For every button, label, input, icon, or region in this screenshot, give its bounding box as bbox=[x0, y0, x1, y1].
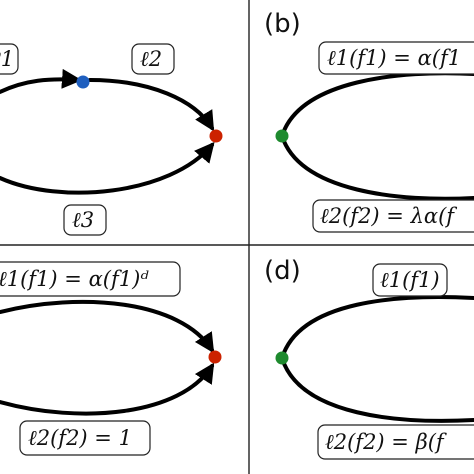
edge-lower bbox=[0, 141, 215, 195]
label-bottom: ℓ2(f2) = λα(f bbox=[320, 204, 457, 228]
label-bottom: ℓ2(f2) = β(f bbox=[325, 430, 447, 454]
label-bottom: ℓ2(f2) = 1 bbox=[28, 426, 132, 450]
node-red bbox=[208, 350, 222, 364]
label-box-bottom bbox=[317, 424, 474, 460]
panel-tag-b: (b) bbox=[264, 9, 301, 39]
label-l3: ℓ3 bbox=[72, 208, 94, 232]
label-box-l2 bbox=[131, 43, 175, 75]
ellipse-lower bbox=[280, 356, 474, 423]
label-top: ℓ1(f1) = α(f1 bbox=[327, 46, 461, 70]
edge-upper bbox=[0, 299, 215, 354]
panel-d: (d) ℓ1(f1) ℓ2(f2) = β(f bbox=[264, 256, 474, 460]
label-l2: ℓ2 bbox=[140, 47, 162, 71]
panel-a: ℓ1 ℓ2 ℓ3 bbox=[0, 43, 223, 236]
label-box-top bbox=[372, 263, 448, 297]
ellipse-upper bbox=[280, 295, 474, 360]
panel-c: ℓ1(f1) = α(f1)ᵈ ℓ2(f2) = 1 bbox=[0, 261, 222, 456]
label-box-l3 bbox=[63, 204, 107, 236]
edge-upper-right bbox=[88, 78, 215, 132]
node-blue bbox=[76, 75, 90, 89]
edge-upper-left bbox=[0, 68, 82, 94]
label-top: ℓ1(f1) = α(f1)ᵈ bbox=[0, 267, 149, 291]
node-green bbox=[275, 129, 289, 143]
node-red bbox=[209, 129, 223, 143]
label-box-bottom bbox=[19, 420, 151, 456]
label-box-top bbox=[0, 261, 181, 297]
label-top: ℓ1(f1) bbox=[380, 268, 440, 292]
label-box-top bbox=[318, 41, 474, 75]
edge-lower bbox=[0, 362, 215, 416]
label-l1: ℓ1 bbox=[0, 47, 14, 71]
panel-b: (b) ℓ1(f1) = α(f1 ℓ2(f2) = λα(f bbox=[264, 9, 474, 233]
ellipse-lower bbox=[280, 134, 474, 201]
label-box-bottom bbox=[312, 199, 474, 233]
node-green bbox=[275, 351, 289, 365]
ellipse-upper bbox=[280, 71, 474, 138]
label-box-l1 bbox=[0, 43, 19, 75]
panel-tag-d: (d) bbox=[264, 256, 301, 286]
